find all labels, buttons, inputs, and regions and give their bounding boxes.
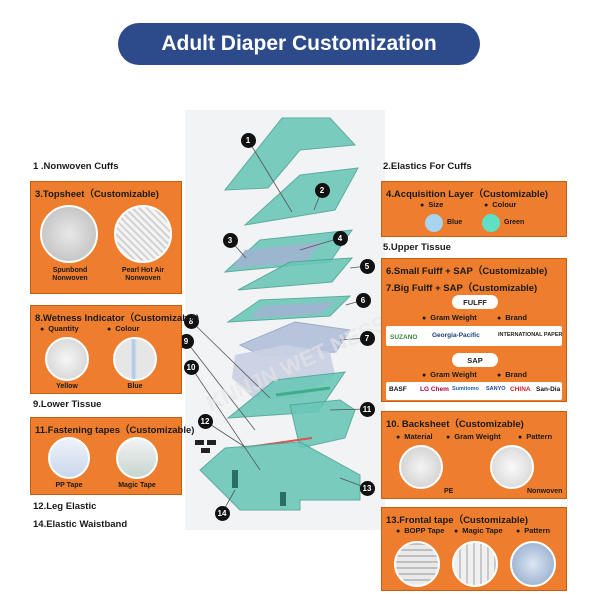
layer-upper-tissue	[237, 257, 354, 291]
lg-chem-logo: LG Chem	[420, 386, 449, 393]
topsheet-title: 3.Topsheet（Customizable)	[35, 189, 159, 200]
suzano-logo: SUZANO	[390, 334, 418, 341]
fastening-panel: 11.Fastening tapes（Customizable) PP Tape…	[30, 417, 194, 495]
blue-swatch	[425, 214, 443, 232]
fluff-bullet-gram: Gram Weight	[422, 313, 477, 322]
small-fluff-title: 6.Small Fulff + SAP（Customizable)	[386, 266, 548, 277]
page-title: Adult Diaper Customization	[118, 23, 480, 65]
callout-12: 12	[197, 413, 213, 429]
acquisition-panel: 4.Acquisition Layer（Customizable) Size C…	[381, 181, 567, 237]
callout-13: 13	[359, 480, 375, 496]
magic-tape-sample-image	[452, 541, 498, 587]
nonwoven-sample-image	[490, 445, 534, 489]
layer-elastic-cuffs	[243, 167, 359, 226]
sap-bullet-gram: Gram Weight	[422, 370, 477, 379]
yellow-caption: Yellow	[56, 383, 78, 390]
nonwoven-caption: Nonwoven	[527, 488, 563, 495]
label-leg-elastic: 12.Leg Elastic	[33, 501, 97, 512]
acquisition-bullet-colour: Colour	[484, 200, 516, 209]
sap-pill: SAP	[452, 353, 498, 367]
big-fluff-title: 7.Big Fulff + SAP（Customizable)	[386, 283, 538, 294]
sumitomo-logo: Sumitomo	[452, 386, 479, 392]
china-logo: CHINA	[510, 386, 531, 393]
label-lower-tissue: 9.Lower Tissue	[33, 399, 102, 410]
blue-caption: Blue	[127, 383, 143, 390]
label-elastics-cuffs: 2.Elastics For Cuffs	[383, 161, 472, 172]
basf-logo: BASF	[389, 386, 407, 393]
acquisition-bullet-size: Size	[420, 200, 443, 209]
callout-1: 1	[240, 132, 256, 148]
backsheet-bullet-pattern: Pattern	[518, 432, 552, 441]
callout-4: 4	[332, 230, 348, 246]
layer-small-fluff-core	[250, 302, 335, 318]
callout-6: 6	[355, 292, 371, 308]
callout-9: 9	[178, 333, 194, 349]
wetness-bullet-colour: Colour	[107, 324, 139, 333]
frontal-panel: 13.Frontal tape（Customizable) BOPP Tape …	[381, 507, 567, 591]
frontal-bullet-pattern: Pattern	[516, 526, 550, 535]
acquisition-title: 4.Acquisition Layer（Customizable)	[386, 189, 549, 200]
wetness-bullet-quantity: Quantity	[40, 324, 78, 333]
fluff-sap-panel: 6.Small Fulff + SAP（Customizable) 7.Big …	[381, 258, 567, 402]
layer-cuffs	[223, 117, 357, 191]
spunbond-caption: Spunbond Nonwoven	[52, 267, 88, 282]
callout-10: 10	[183, 359, 199, 375]
backsheet-bullet-material: Material	[396, 432, 432, 441]
callout-7: 7	[359, 330, 375, 346]
pe-caption: PE	[444, 488, 454, 495]
backsheet-title: 10. Backsheet（Customizable)	[386, 419, 524, 430]
yellow-indicator-image	[45, 337, 89, 381]
georgia-pacific-logo: Georgia-Pacific	[432, 332, 480, 339]
fluff-logo-strip: SUZANO Georgia-Pacific INTERNATIONAL PAP…	[386, 326, 562, 346]
sanyo-logo: SANYO	[486, 386, 506, 392]
pe-sample-image	[399, 445, 443, 489]
label-upper-tissue: 5.Upper Tissue	[383, 242, 451, 253]
topsheet-panel: 3.Topsheet（Customizable) Spunbond Nonwov…	[30, 181, 182, 294]
label-elastic-waistband: 14.Elastic Waistband	[33, 519, 128, 530]
wetness-title: 8.Wetness Indicator（Customizable)	[35, 313, 199, 324]
sap-logo-strip: BASF LG Chem Sumitomo SANYO CHINA San-Di…	[386, 382, 562, 400]
label-nonwoven-cuffs: 1 .Nonwoven Cuffs	[33, 161, 119, 172]
callout-8: 8	[183, 313, 199, 329]
fastening-title: 11.Fastening tapes（Customizable)	[35, 425, 195, 436]
frontal-bullet-bopp: BOPP Tape	[396, 526, 444, 535]
bopp-tape-image	[394, 541, 440, 587]
pattern-tape-image	[510, 541, 556, 587]
pp-tape-caption: PP Tape	[55, 482, 83, 489]
callout-5: 5	[359, 258, 375, 274]
frontal-title: 13.Frontal tape（Customizable)	[386, 515, 528, 526]
magic-tape-caption: Magic Tape	[118, 482, 156, 489]
pearl-sample-image	[114, 205, 172, 263]
callout-11: 11	[359, 401, 375, 417]
callout-3: 3	[222, 232, 238, 248]
backsheet-panel: 10. Backsheet（Customizable) Material Gra…	[381, 411, 567, 499]
international-paper-logo: INTERNATIONAL PAPER	[498, 332, 563, 338]
fluff-bullet-brand: Brand	[497, 313, 527, 322]
san-dia-logo: San-Dia	[536, 386, 561, 393]
blue-swatch-label: Blue	[447, 219, 463, 226]
green-swatch-label: Green	[504, 219, 525, 226]
callout-14: 14	[214, 505, 230, 521]
spunbond-sample-image	[40, 205, 98, 263]
sap-bullet-brand: Brand	[497, 370, 527, 379]
green-swatch	[482, 214, 500, 232]
backsheet-bullet-gram: Gram Weight	[446, 432, 501, 441]
pearl-caption: Pearl Hot Air Nonwoven	[121, 267, 165, 282]
pp-tape-image	[48, 437, 90, 479]
frontal-bullet-magic: Magic Tape	[454, 526, 502, 535]
wetness-panel: 8.Wetness Indicator（Customizable) Quanti…	[30, 305, 199, 394]
callout-2: 2	[314, 182, 330, 198]
blue-indicator-image	[113, 337, 157, 381]
layer-chassis	[199, 441, 361, 511]
magic-tape-image	[116, 437, 158, 479]
fluff-pill: FULFF	[452, 295, 498, 309]
